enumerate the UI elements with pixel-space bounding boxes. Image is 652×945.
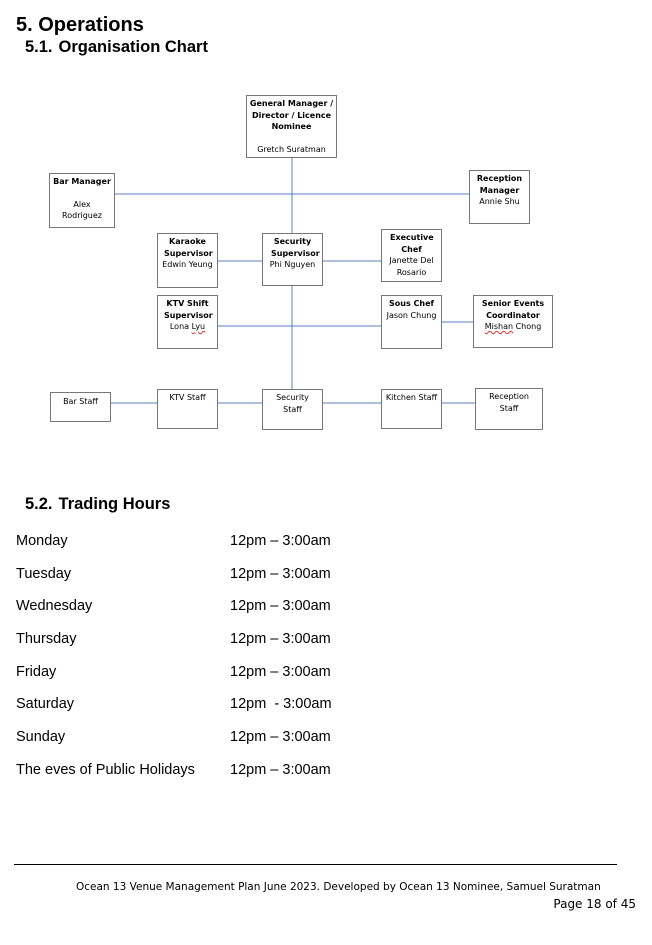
org-node-name: Annie Shu xyxy=(479,197,520,206)
org-node-role: Bar Manager xyxy=(53,177,111,186)
trading-day: The eves of Public Holidays xyxy=(16,762,195,778)
org-node-executive-chef: Executive Chef Janette Del Rosario xyxy=(381,229,442,282)
footer-divider xyxy=(14,864,617,865)
org-node-ktv-shift-supervisor: KTV Shift Supervisor Lona Lyu xyxy=(157,295,218,349)
org-node-reception-manager: Reception Manager Annie Shu xyxy=(469,170,530,224)
org-node-name: Mishan Chong xyxy=(484,322,542,331)
org-node-sous-chef: Sous Chef Jason Chung xyxy=(381,295,442,349)
org-node-kitchen-staff: Kitchen Staff xyxy=(381,389,442,429)
org-section-number: 5.1. xyxy=(25,38,53,56)
trading-time: 12pm – 3:00am xyxy=(230,729,331,745)
org-node-bar-staff: Bar Staff xyxy=(50,392,111,422)
org-node-ktv-staff: KTV Staff xyxy=(157,389,218,429)
org-node-name: Phi Nguyen xyxy=(269,260,316,269)
org-node-role: Reception Manager xyxy=(476,174,523,195)
org-node-karaoke-supervisor: Karaoke Supervisor Edwin Yeung xyxy=(157,233,218,288)
org-node-name: Lona Lyu xyxy=(169,322,206,331)
org-chart-heading: 5.1. Organisation Chart xyxy=(25,38,208,57)
page-number: Page 18 of 45 xyxy=(553,897,636,911)
section-title: Operations xyxy=(38,14,144,36)
org-node-senior-events-coordinator: Senior Events Coordinator Mishan Chong xyxy=(473,295,553,348)
trading-day: Saturday xyxy=(16,696,75,712)
org-node-role: Security Supervisor xyxy=(271,237,320,258)
org-node-name: Security Staff xyxy=(276,393,309,414)
trading-hours-heading: 5.2. Trading Hours xyxy=(25,495,170,514)
org-node-name: Janette Del Rosario xyxy=(389,256,434,277)
org-node-reception-staff: Reception Staff xyxy=(475,388,543,430)
org-node-name: Gretch Suratman xyxy=(257,144,326,154)
trading-time: 12pm – 3:00am xyxy=(230,566,331,582)
org-node-name: Reception Staff xyxy=(489,392,529,413)
org-node-role: General Manager / Director / Licence Nom… xyxy=(249,99,334,131)
trading-time: 12pm – 3:00am xyxy=(230,762,331,778)
org-node-name: Kitchen Staff xyxy=(385,393,438,402)
trading-time: 12pm – 3:00am xyxy=(230,631,331,647)
trading-time: 12pm – 3:00am xyxy=(230,664,331,680)
org-node-role: Karaoke Supervisor xyxy=(164,237,213,258)
org-node-role: Senior Events Coordinator xyxy=(481,299,545,320)
org-node-role: Sous Chef xyxy=(389,299,434,308)
hours-section-number: 5.2. xyxy=(25,495,53,513)
org-node-security-supervisor: Security Supervisor Phi Nguyen xyxy=(262,233,323,286)
org-node-name: Alex Rodriguez xyxy=(62,199,102,221)
footer-text: Ocean 13 Venue Management Plan June 2023… xyxy=(76,881,601,893)
trading-time: 12pm – 3:00am xyxy=(230,533,331,549)
trading-day: Monday xyxy=(16,533,68,549)
org-node-name: Jason Chung xyxy=(386,310,437,320)
section-number: 5. xyxy=(16,14,33,36)
trading-day: Sunday xyxy=(16,729,66,745)
trading-day: Tuesday xyxy=(16,566,72,582)
org-node-general-manager: General Manager / Director / Licence Nom… xyxy=(246,95,337,158)
org-node-security-staff: Security Staff xyxy=(262,389,323,430)
org-node-bar-manager: Bar Manager Alex Rodriguez xyxy=(49,173,115,228)
trading-time: 12pm - 3:00am xyxy=(230,696,332,712)
org-node-name: Bar Staff xyxy=(63,397,98,406)
trading-time: 12pm – 3:00am xyxy=(230,598,331,614)
org-node-name: KTV Staff xyxy=(169,393,206,402)
trading-day: Thursday xyxy=(16,631,77,647)
hours-section-title: Trading Hours xyxy=(58,495,171,513)
org-node-name: Edwin Yeung xyxy=(162,260,213,269)
trading-day: Wednesday xyxy=(16,598,93,614)
section-heading: 5. Operations xyxy=(16,14,144,37)
org-node-role: Executive Chef xyxy=(390,233,434,254)
org-node-role: KTV Shift Supervisor xyxy=(164,299,213,320)
trading-day: Friday xyxy=(16,664,57,680)
org-section-title: Organisation Chart xyxy=(58,38,208,56)
